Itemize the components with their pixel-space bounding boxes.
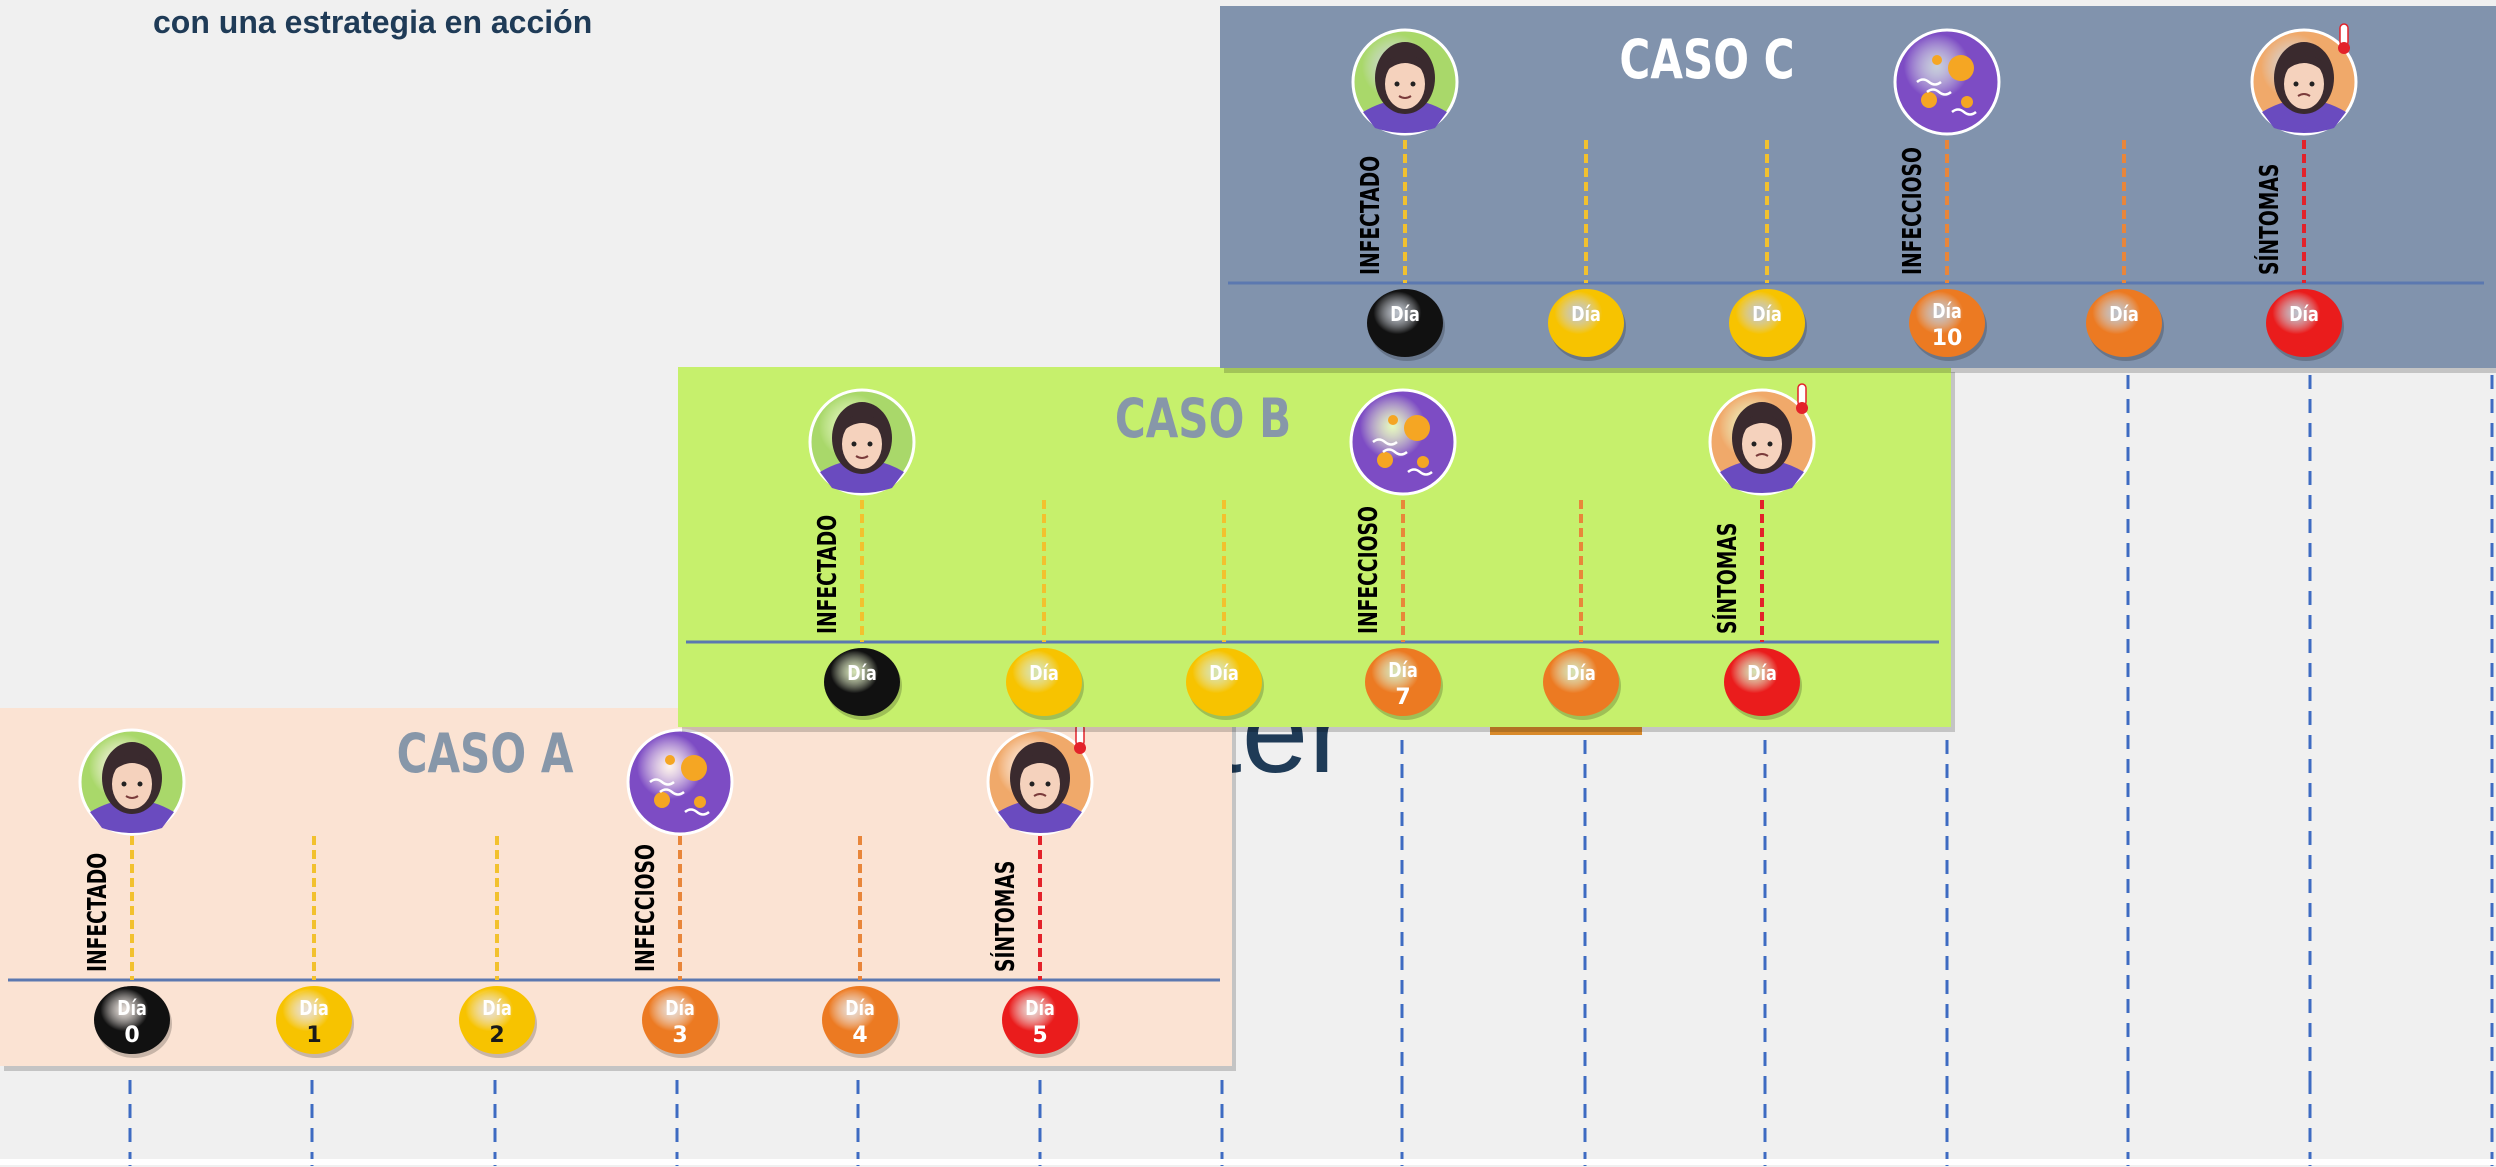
day-node: Día 0	[94, 986, 172, 1058]
day-number: 2	[489, 1023, 504, 1048]
day-circle	[1543, 648, 1619, 716]
day-node: Día	[1543, 648, 1621, 720]
day-node: Día 7	[1365, 648, 1443, 720]
day-node: Día	[1186, 648, 1264, 720]
sick-person-icon	[2250, 23, 2358, 136]
day-circle	[276, 986, 352, 1054]
stage-label-infected: INFECTADO	[813, 515, 843, 634]
subtitle-line: con una estrategia en acción	[153, 4, 592, 40]
virus-icon	[1349, 388, 1457, 496]
day-node: Día 5	[1002, 986, 1080, 1058]
day-circle	[2086, 289, 2162, 357]
day-number: 5	[1032, 1023, 1047, 1048]
day-node: Día	[1548, 289, 1626, 361]
day-word: Día	[117, 997, 147, 1020]
stage-label-symptoms: SÍNTOMAS	[2253, 164, 2285, 275]
day-node: Día 2	[459, 986, 537, 1058]
day-node: Día 4	[822, 986, 900, 1058]
day-node: Día	[2266, 289, 2344, 361]
day-circle	[94, 986, 170, 1054]
day-circle	[1006, 648, 1082, 716]
day-node: Día	[1006, 648, 1084, 720]
day-number: 10	[1932, 326, 1963, 351]
day-circle	[1002, 986, 1078, 1054]
day-circle	[1548, 289, 1624, 357]
day-word: Día	[1747, 662, 1777, 685]
day-circle	[1365, 648, 1441, 716]
day-word: Día	[1752, 303, 1782, 326]
day-circle	[2266, 289, 2342, 357]
virus-icon	[626, 728, 734, 836]
day-number: 1	[306, 1023, 321, 1048]
day-word: Día	[847, 662, 877, 685]
day-word: Día	[665, 997, 695, 1020]
stage-label-infected: INFECTADO	[83, 853, 113, 972]
virus-icon	[1893, 28, 2001, 136]
day-circle	[459, 986, 535, 1054]
day-word: Día	[1571, 303, 1601, 326]
case-title: CASO A	[397, 723, 574, 785]
stage-label-symptoms: SÍNTOMAS	[989, 861, 1021, 972]
day-circle	[642, 986, 718, 1054]
infected-person-icon	[1351, 28, 1459, 136]
day-circle	[1909, 289, 1985, 357]
day-node: Día	[1724, 648, 1802, 720]
day-word: Día	[1566, 662, 1596, 685]
infected-person-icon	[808, 388, 916, 496]
day-circle	[822, 986, 898, 1054]
day-node: Día	[824, 648, 902, 720]
day-word: Día	[1029, 662, 1059, 685]
day-circle	[824, 648, 900, 716]
stage-label-infected: INFECTADO	[1356, 156, 1386, 275]
day-word: Día	[1025, 997, 1055, 1020]
day-word: Día	[1390, 303, 1420, 326]
stage-label-symptoms: SÍNTOMAS	[1711, 523, 1743, 634]
day-number: 7	[1395, 685, 1410, 710]
day-node: Día 1	[276, 986, 354, 1058]
day-circle	[1729, 289, 1805, 357]
day-word: Día	[1209, 662, 1239, 685]
day-word: Día	[299, 997, 329, 1020]
day-node: Día 3	[642, 986, 720, 1058]
day-word: Día	[1388, 659, 1418, 682]
day-node: Día	[2086, 289, 2164, 361]
day-word: Día	[2289, 303, 2319, 326]
day-word: Día	[845, 997, 875, 1020]
day-node: Día	[1367, 289, 1445, 361]
day-circle	[1186, 648, 1262, 716]
day-number: 4	[852, 1023, 867, 1048]
day-word: Día	[2109, 303, 2139, 326]
day-number: 3	[672, 1023, 687, 1048]
stage-label-infectious: INFECCIOSO	[631, 844, 661, 972]
sick-person-icon	[1708, 383, 1816, 496]
background-accent-bar	[1490, 724, 1642, 735]
day-node: Día	[1729, 289, 1807, 361]
day-node: Día 10	[1909, 289, 1987, 361]
day-word: Día	[482, 997, 512, 1020]
stage-label-infectious: INFECCIOSO	[1898, 147, 1928, 275]
sick-person-icon	[986, 723, 1094, 836]
day-word: Día	[1932, 300, 1962, 323]
infected-person-icon	[78, 728, 186, 836]
stage-label-infectious: INFECCIOSO	[1354, 506, 1384, 634]
day-circle	[1724, 648, 1800, 716]
case-title: CASO B	[1115, 388, 1291, 450]
day-number: 0	[124, 1023, 139, 1048]
case-title: CASO C	[1619, 29, 1794, 91]
day-circle	[1367, 289, 1443, 357]
